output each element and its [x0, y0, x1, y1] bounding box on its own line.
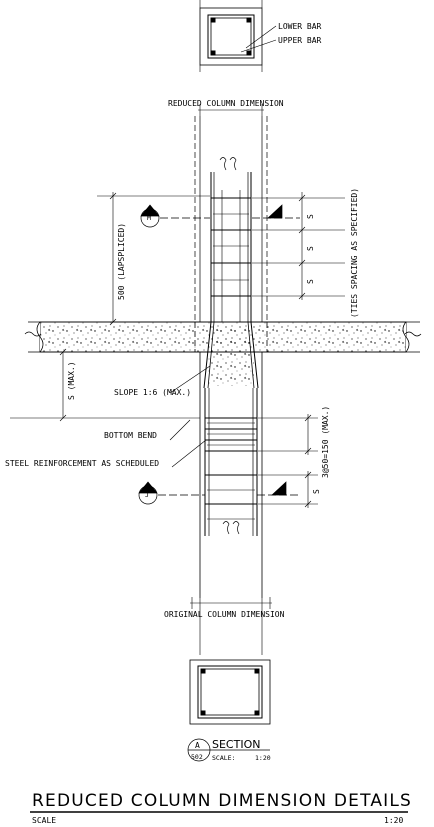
spacing-s-4: S [312, 489, 321, 494]
title-scale-value: 1:20 [384, 816, 403, 825]
ties-spacing-dimension [252, 192, 345, 300]
slope-label: SLOPE 1:6 (MAX.) [114, 388, 191, 397]
section-scale-value: 1:20 [255, 754, 271, 762]
reduced-dimension-label: REDUCED COLUMN DIMENSION [168, 99, 284, 108]
ties-spacing-label: (TIES SPACING AS SPECIFIED) [350, 188, 359, 318]
section-scale-label: SCALE: [212, 754, 235, 762]
lower-bar-label: LOWER BAR [278, 22, 322, 31]
marker-j-letter: J [145, 491, 149, 499]
original-dimension-label: ORIGINAL COLUMN DIMENSION [164, 610, 285, 619]
s-max-label: S (MAX.) [67, 361, 76, 400]
spacing-s-2: S [306, 246, 315, 251]
original-dimension-line [190, 597, 272, 655]
upper-column [194, 116, 268, 322]
section-letter: A [195, 741, 200, 750]
section-label: SECTION [212, 738, 260, 751]
s-max-dimension [10, 348, 200, 422]
section-marker-j [138, 481, 300, 505]
bottom-bend-label: BOTTOM BEND [104, 431, 157, 440]
slope-leader [169, 365, 211, 394]
title-scale-label: SCALE [32, 816, 56, 825]
upper-bar-label: UPPER BAR [278, 36, 322, 45]
steel-reinforcement-label: STEEL REINFORCEMENT AS SCHEDULED [5, 459, 159, 468]
spacing-s-1: S [306, 214, 315, 219]
lower-column [204, 388, 258, 536]
3at50-label: 3@50=150 (MAX.) [321, 406, 330, 478]
reduced-dimension-line [198, 104, 264, 116]
reduced-section-plan [199, 0, 277, 72]
section-marker-m [140, 204, 300, 228]
callout-leaders [169, 419, 207, 468]
drawing-title: REDUCED COLUMN DIMENSION DETAILS [32, 791, 412, 811]
spacing-s-3: S [306, 279, 315, 284]
section-sheet: 502 [191, 753, 203, 761]
marker-m-letter: M [147, 214, 151, 222]
original-section-plan [189, 659, 271, 725]
section-tag [187, 738, 270, 762]
lapspliced-label: 500 (LAPSPLICED) [117, 223, 126, 300]
3at50-dimension [258, 414, 318, 508]
column-transition [194, 321, 268, 598]
